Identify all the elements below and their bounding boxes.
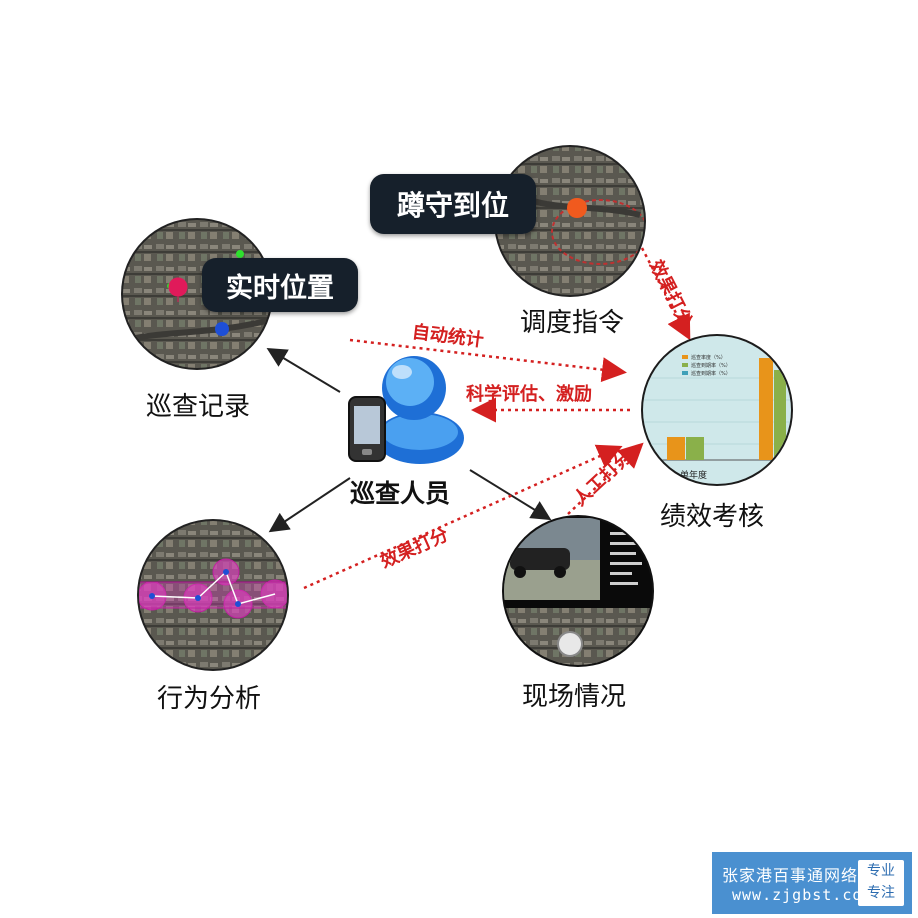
red-arrows — [303, 247, 691, 590]
bar — [686, 437, 704, 460]
slogan-line-1: 专业 — [867, 863, 895, 879]
mobile-phone-icon — [348, 396, 386, 462]
stakeout-bubble: 蹲守到位 — [370, 174, 536, 234]
behavior-map-circle — [137, 519, 289, 671]
bar — [759, 358, 773, 460]
arrow-to-scene — [469, 469, 552, 521]
dispatch-label: 调度指令 — [520, 308, 625, 338]
arrow-to-behavior — [268, 477, 351, 533]
arrow-to-record — [266, 347, 341, 393]
scene-monitor-circle — [502, 515, 654, 667]
location-marker-icon — [557, 631, 583, 657]
realtime-position-bubble: 实时位置 — [202, 258, 358, 312]
record-map-circle — [121, 218, 273, 370]
evaluate-text: 科学评估、激励 — [466, 384, 592, 405]
site-name: 张家港百事通网络 — [722, 866, 859, 885]
site-watermark: 张家港百事通网络 www.zjgbst.com 专业 专注 — [712, 852, 912, 914]
red-pin-icon — [168, 277, 188, 302]
performance-label: 绩效考核 — [660, 502, 765, 532]
orange-pin-icon — [567, 198, 587, 218]
black-arrows — [266, 347, 552, 533]
slogan-badge: 专业 专注 — [858, 860, 904, 906]
arrow-effect-score-bottom — [303, 444, 623, 590]
arrow-effect-score-top — [640, 247, 691, 341]
arrow-manual-score — [567, 442, 644, 515]
legend-entry-2: 巡查到期率（%） — [691, 362, 731, 369]
center-label: 巡查人员 — [350, 479, 451, 508]
performance-chart-circle: 巡查率度（%） 巡查到期率（%） 巡查到期率（%） 单年度 — [641, 334, 793, 486]
patrol-person-icon — [376, 356, 464, 464]
chart-caption: 单年度 — [680, 469, 707, 481]
scene-label: 现场情况 — [522, 682, 627, 712]
bar — [774, 370, 786, 460]
site-url: www.zjgbst.com — [732, 886, 873, 904]
legend-entry-3: 巡查到期率（%） — [691, 370, 731, 377]
record-label: 巡查记录 — [146, 392, 251, 422]
bar — [667, 437, 685, 460]
behavior-label: 行为分析 — [157, 684, 262, 714]
blue-pin-icon — [215, 322, 229, 336]
slogan-line-2: 专注 — [867, 885, 895, 901]
legend-entry-1: 巡查率度（%） — [691, 354, 726, 361]
